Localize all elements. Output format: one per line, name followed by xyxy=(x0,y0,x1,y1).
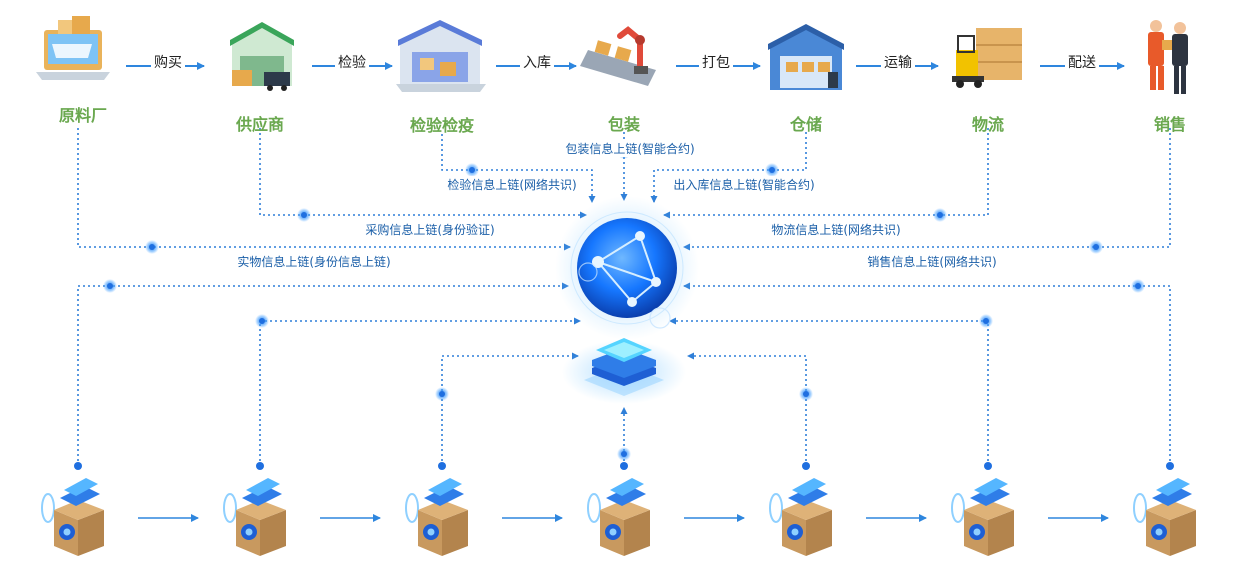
chain-label-packaging: 包装信息上链(智能合约) xyxy=(563,140,697,157)
line-dot xyxy=(984,462,992,470)
chain-label-material: 实物信息上链(身份信息上链) xyxy=(235,253,393,270)
robot-arm-conveyor-icon xyxy=(580,26,656,86)
line-dot xyxy=(435,387,449,401)
chain-label-sales: 销售信息上链(网络共识) xyxy=(865,253,999,270)
line-dot xyxy=(933,208,947,222)
line-dot xyxy=(438,462,446,470)
forklift-icon xyxy=(952,28,1022,88)
step-label-deliver: 配送 xyxy=(1065,52,1099,72)
stage-label-supplier: 供应商 xyxy=(235,115,285,134)
connector-inspection xyxy=(441,134,596,203)
line-dot xyxy=(465,163,479,177)
inspection-lab-icon xyxy=(396,20,486,92)
step-label-pack: 打包 xyxy=(699,52,733,72)
line-dot xyxy=(145,240,159,254)
blockchain-globe-icon xyxy=(555,196,699,340)
chain-label-purchase: 采购信息上链(身份验证) xyxy=(363,221,497,238)
node-box-icon xyxy=(41,478,104,556)
connector-node-5 xyxy=(687,352,807,466)
step-label-inspect: 检验 xyxy=(335,52,369,72)
connector-node-1 xyxy=(77,282,569,466)
connector-node-6 xyxy=(669,317,989,466)
line-dot xyxy=(802,462,810,470)
warehouse-truck-icon xyxy=(230,22,294,91)
bottom-boxes xyxy=(41,478,1196,556)
line-dot xyxy=(103,279,117,293)
stage-label-storage: 仓储 xyxy=(789,115,823,134)
node-box-icon xyxy=(951,478,1014,556)
connector-node-3 xyxy=(441,352,579,466)
chain-label-logistics: 物流信息上链(网络共识) xyxy=(769,221,903,238)
connector-material xyxy=(77,128,571,251)
node-box-icon xyxy=(587,478,650,556)
line-dot xyxy=(297,208,311,222)
stage-label-raw-material: 原料厂 xyxy=(58,106,108,125)
storage-building-icon xyxy=(768,24,844,90)
line-dot xyxy=(74,462,82,470)
line-dot xyxy=(799,387,813,401)
line-dot xyxy=(256,462,264,470)
step-label-transport: 运输 xyxy=(881,52,915,72)
stage-label-packaging: 包装 xyxy=(607,115,641,134)
connector-purchase xyxy=(259,128,587,219)
node-box-icon xyxy=(223,478,286,556)
stage-label-sales: 销售 xyxy=(1153,115,1187,134)
line-dot xyxy=(979,314,993,328)
stage-label-logistics: 物流 xyxy=(971,115,1005,134)
node-box-icon xyxy=(769,478,832,556)
server-stack-icon xyxy=(562,338,686,404)
line-dot xyxy=(765,163,779,177)
step-label-store: 入库 xyxy=(520,52,554,72)
line-dot xyxy=(1131,279,1145,293)
step-label-buy: 购买 xyxy=(151,52,185,72)
connector-inout xyxy=(650,132,807,203)
line-dot xyxy=(617,447,631,461)
connector-node-2 xyxy=(259,317,581,466)
connector-node-7 xyxy=(683,282,1171,466)
stage-label-inspection: 检验检疫 xyxy=(409,116,475,135)
salesman-customer-icon xyxy=(1148,20,1188,94)
chain-label-inout: 出入库信息上链(智能合约) xyxy=(671,176,817,193)
node-box-icon xyxy=(1133,478,1196,556)
line-dot xyxy=(1089,240,1103,254)
line-dot xyxy=(620,462,628,470)
line-dot xyxy=(255,314,269,328)
node-box-icon xyxy=(405,478,468,556)
line-dot xyxy=(1166,462,1174,470)
laptop-shop-icon xyxy=(36,16,110,80)
chain-label-inspection: 检验信息上链(网络共识) xyxy=(445,176,579,193)
connector-logistics xyxy=(663,128,989,219)
